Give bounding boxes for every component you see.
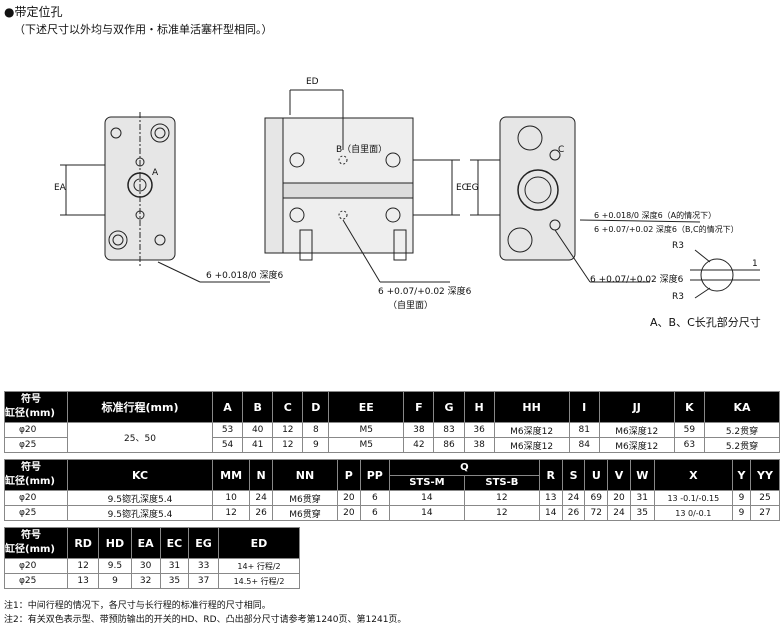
ec-label: EC bbox=[456, 183, 468, 193]
end-hole-label: 6 +0.07/+0.02 深度6 bbox=[590, 275, 684, 285]
col-header: EG bbox=[188, 527, 219, 559]
r3-bottom-label: R3 bbox=[672, 292, 684, 302]
side-hole-label: 6 +0.07/+0.02 深度6 bbox=[378, 287, 472, 297]
symbol-bore-cell: 符号缸径(mm) bbox=[4, 527, 68, 559]
note-2: 注2：有关双色表示型、带预防输出的开关的HD、RD、凸出部分尺寸请参考第1240… bbox=[4, 615, 407, 625]
symbol-bore-cell: 符号缸径(mm) bbox=[4, 391, 68, 423]
q-sub-header: STS-M bbox=[388, 474, 465, 491]
one-label: 1 bbox=[752, 259, 758, 269]
slot-detail bbox=[700, 258, 734, 292]
col-header: P bbox=[336, 459, 361, 491]
col-header: EE bbox=[328, 391, 405, 423]
col-header: U bbox=[584, 459, 609, 491]
col-header: EC bbox=[159, 527, 190, 559]
q-sub-header: STS-B bbox=[463, 474, 540, 491]
slot-caption: A、B、C长孔部分尺寸 bbox=[650, 316, 761, 329]
col-header: G bbox=[433, 391, 465, 423]
col-header: KC bbox=[67, 459, 213, 491]
col-header: F bbox=[403, 391, 435, 423]
col-header: S bbox=[561, 459, 586, 491]
hole-a-note: 6 +0.018/0 深度6（A的情况下） bbox=[594, 211, 717, 220]
col-header: X bbox=[653, 459, 734, 491]
col-header: HD bbox=[98, 527, 132, 559]
col-header: C bbox=[272, 391, 304, 423]
cylinder-drawing bbox=[60, 89, 760, 299]
col-header: Y bbox=[732, 459, 751, 491]
col-header: D bbox=[302, 391, 330, 423]
col-header: MM bbox=[211, 459, 251, 491]
ea-label: EA bbox=[54, 183, 66, 193]
q-header: Q bbox=[388, 459, 540, 476]
col-header: KA bbox=[704, 391, 780, 423]
side-hole-back-label: （自里面） bbox=[388, 301, 434, 311]
symbol-bore-cell: 符号缸径(mm) bbox=[4, 459, 68, 491]
col-header: K bbox=[673, 391, 706, 423]
col-header: R bbox=[538, 459, 563, 491]
col-header: PP bbox=[359, 459, 390, 491]
spec-table-2: 符号缸径(mm) KC MM N NN P PP Q R S U V W X Y… bbox=[4, 459, 781, 521]
col-header: A bbox=[211, 391, 244, 423]
eg-label: EG bbox=[466, 183, 479, 193]
hole-bc-note: 6 +0.07/+0.02 深度6（B,C的情况下） bbox=[594, 225, 739, 234]
col-header: V bbox=[607, 459, 631, 491]
col-header: HH bbox=[493, 391, 570, 423]
r3-top-label: R3 bbox=[672, 241, 684, 251]
b-label: B（自里面） bbox=[336, 145, 388, 155]
front-hole-label: 6 +0.018/0 深度6 bbox=[206, 271, 284, 281]
ed-label: ED bbox=[306, 77, 319, 87]
c-label: C bbox=[558, 145, 565, 155]
a-label: A bbox=[152, 168, 159, 178]
col-header: NN bbox=[271, 459, 338, 491]
col-header: RD bbox=[66, 527, 100, 559]
section-title: ●带定位孔 bbox=[4, 5, 63, 19]
side-view-plate bbox=[264, 117, 284, 254]
col-header: H bbox=[463, 391, 495, 423]
stroke-header: 标准行程(mm) bbox=[67, 391, 213, 423]
col-header: B bbox=[242, 391, 274, 423]
col-header: I bbox=[568, 391, 600, 423]
note-1: 注1：中间行程的情况下，各尺寸与长行程的标准行程的尺寸相同。 bbox=[4, 601, 271, 611]
col-header: ED bbox=[218, 527, 300, 559]
spec-table-1: 符号缸径(mm) 标准行程(mm) A B C D EE F G H HH I … bbox=[4, 391, 780, 453]
section-subtitle: （下述尺寸以外均与双作用・标准单活塞杆型相同。） bbox=[14, 23, 273, 36]
col-header: YY bbox=[749, 459, 781, 491]
col-header: N bbox=[249, 459, 273, 491]
col-header: EA bbox=[130, 527, 161, 559]
col-header: JJ bbox=[598, 391, 675, 423]
col-header: W bbox=[629, 459, 655, 491]
end-view-body bbox=[499, 116, 576, 261]
